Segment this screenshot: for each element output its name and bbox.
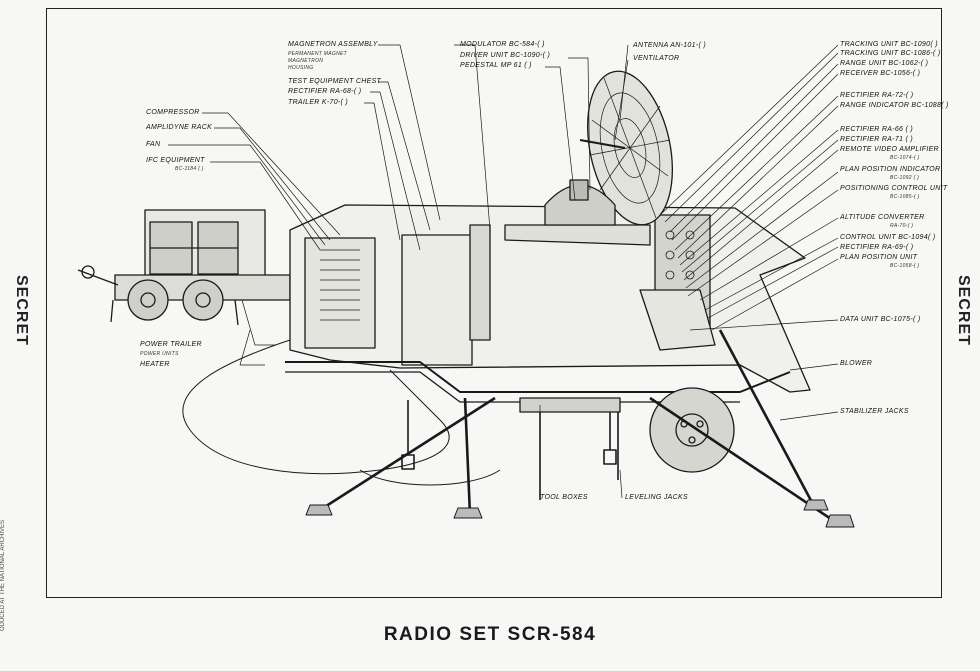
label-compressor: COMPRESSOR — [146, 109, 200, 116]
label-remote-video-amplifier: REMOTE VIDEO AMPLIFIER — [840, 146, 939, 153]
label-remote-video-sub: BC-1074-( ) — [890, 155, 920, 161]
label-rectifier-ra66: RECTIFIER RA-66 ( ) — [840, 126, 913, 133]
label-permanent-magnet: PERMANENT MAGNET — [288, 51, 347, 57]
label-power-trailer: POWER TRAILER — [140, 341, 202, 348]
leader-lines — [168, 44, 839, 499]
label-antenna: ANTENNA AN-101-( ) — [633, 42, 706, 49]
label-rectifier-ra72: RECTIFIER RA-72-( ) — [840, 92, 914, 99]
label-tracking-unit-1086: TRACKING UNIT BC-1086-( ) — [840, 50, 941, 57]
label-heater: HEATER — [140, 361, 170, 368]
label-altitude-sub: RA-70-( ) — [890, 223, 914, 229]
label-range-indicator: RANGE INDICATOR BC-1088( ) — [840, 102, 949, 109]
label-housing: HOUSING — [288, 65, 314, 71]
label-magnetron-assembly: MAGNETRON ASSEMBLY — [288, 41, 378, 48]
label-data-unit: DATA UNIT BC-1075-( ) — [840, 316, 921, 323]
label-fan: FAN — [146, 141, 161, 148]
diagram-title: RADIO SET SCR-584 — [383, 624, 597, 645]
label-trailer-k70: TRAILER K-70-( ) — [288, 99, 349, 106]
label-plan-position-unit-sub: BC-1058-( ) — [890, 263, 920, 269]
label-receiver: RECEIVER BC-1056-( ) — [840, 70, 921, 77]
trailer-wheel — [649, 387, 735, 473]
label-tracking-unit-1090: TRACKING UNIT BC-1090( ) — [840, 41, 938, 48]
label-ifc-sub: BC-1184 ( ) — [175, 166, 204, 172]
label-rectifier-ra69: RECTIFIER RA-69-( ) — [840, 244, 914, 251]
label-rectifier-ra71: RECTIFIER RA-71 ( ) — [840, 136, 913, 143]
cables — [182, 339, 501, 486]
label-ppi-sub: BC-1092 ( ) — [890, 175, 920, 181]
power-trailer — [77, 209, 291, 326]
label-blower: BLOWER — [840, 360, 873, 367]
label-control-unit: CONTROL UNIT BC-1094( ) — [840, 234, 936, 241]
label-plan-position-indicator: PLAN POSITION INDICATOR — [840, 166, 941, 173]
label-stabilizer-jacks: STABILIZER JACKS — [840, 408, 909, 415]
label-plan-position-unit: PLAN POSITION UNIT — [840, 254, 918, 261]
label-magnetron: MAGNETRON — [288, 58, 324, 64]
antenna-dish — [544, 70, 674, 226]
label-leveling-jacks: LEVELING JACKS — [625, 494, 688, 501]
label-amplidyne-rack: AMPLIDYNE RACK — [146, 124, 213, 131]
label-test-equipment-chest: TEST EQUIPMENT CHEST — [288, 78, 382, 85]
label-tool-boxes: TOOL BOXES — [540, 494, 588, 501]
label-range-unit: RANGE UNIT BC-1062-( ) — [840, 60, 929, 67]
label-ventilator: VENTILATOR — [633, 55, 680, 62]
label-modulator: MODULATOR BC-584-( ) — [460, 41, 545, 48]
label-ifc-equipment: IFC EQUIPMENT — [146, 157, 205, 164]
archive-stamp: ODUCED AT THE NATIONAL ARCHIVES — [0, 520, 6, 632]
label-power-units: POWER UNITS — [140, 351, 179, 357]
label-rectifier-ra68: RECTIFIER RA-68-( ) — [288, 88, 362, 95]
tool-boxes — [519, 397, 621, 413]
label-altitude-converter: ALTITUDE CONVERTER — [840, 214, 925, 221]
label-positioning-sub: BC-1085-( ) — [890, 194, 920, 200]
label-driver-unit: DRIVER UNIT BC-1090-( ) — [460, 52, 551, 59]
label-positioning-control-unit: POSITIONING CONTROL UNIT — [840, 185, 948, 192]
secret-marking-left: SECRET — [13, 275, 30, 346]
label-pedestal: PEDESTAL MP 61 ( ) — [460, 62, 532, 69]
scr584-cutaway-diagram — [77, 44, 855, 528]
secret-marking-right: SECRET — [955, 275, 972, 346]
diagram-border — [46, 8, 942, 598]
